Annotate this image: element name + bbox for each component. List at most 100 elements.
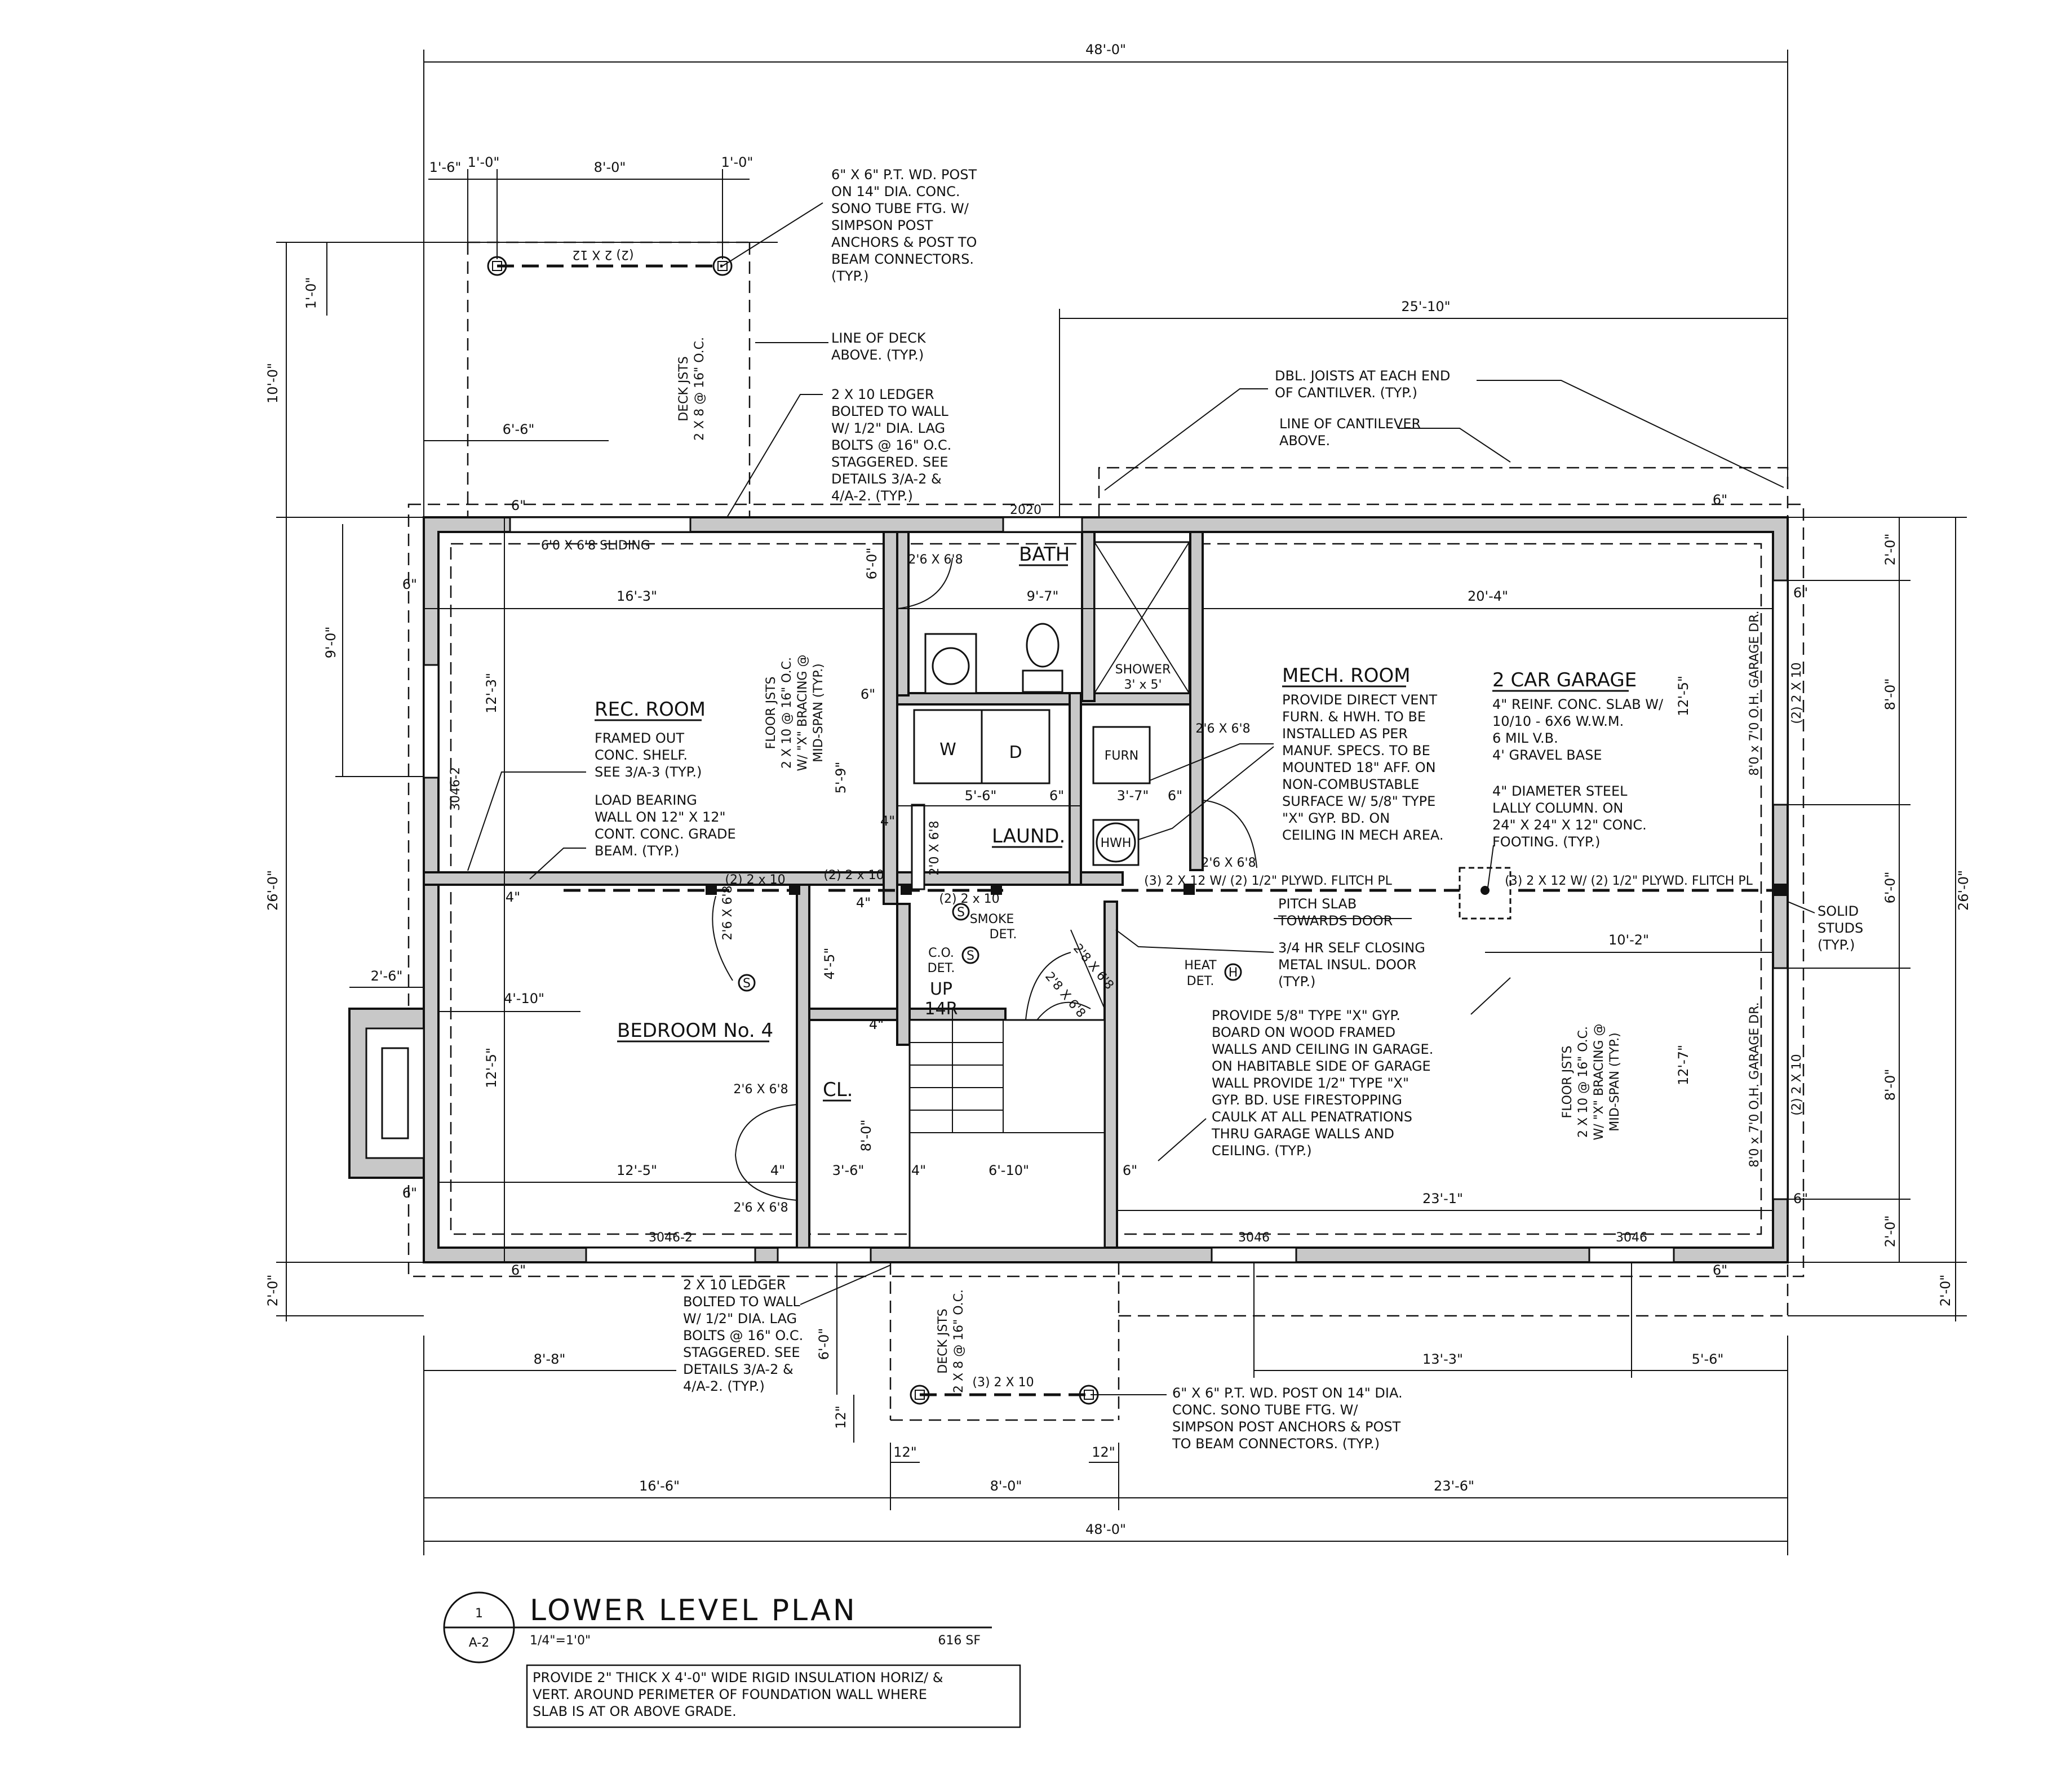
svg-text:8'-0": 8'-0"	[858, 1120, 874, 1152]
co-label-2: DET.	[928, 961, 955, 975]
note-mech: PROVIDE DIRECT VENT FURN. & HWH. TO BE I…	[1138, 692, 1443, 843]
svg-text:LALLY COLUMN. ON: LALLY COLUMN. ON	[1492, 800, 1623, 816]
svg-text:DECK JSTS: DECK JSTS	[936, 1308, 950, 1373]
svg-text:W/ 1/2" DIA. LAG: W/ 1/2" DIA. LAG	[831, 420, 945, 436]
dim-deck-8-0: 8'-0"	[594, 159, 626, 175]
up-label-1: UP	[930, 979, 952, 999]
svg-text:WALL ON 12" X 12": WALL ON 12" X 12"	[595, 809, 726, 825]
svg-text:MID-SPAN (TYP.): MID-SPAN (TYP.)	[812, 663, 826, 762]
bedroom-smoke-icon: S	[743, 977, 751, 991]
note-lally: 4" DIAMETER STEEL LALLY COLUMN. ON 24" X…	[1487, 783, 1647, 888]
svg-text:12'-3": 12'-3"	[484, 673, 499, 713]
insulation-note-3: SLAB IS AT OR ABOVE GRADE.	[533, 1704, 737, 1719]
svg-text:6": 6"	[511, 498, 526, 513]
svg-text:12'-5": 12'-5"	[1675, 676, 1691, 716]
svg-text:CONC. SHELF.: CONC. SHELF.	[595, 747, 688, 763]
up-label-2: 14R	[924, 999, 958, 1019]
room-bedroom: BEDROOM No. 4	[617, 1019, 773, 1042]
insulation-note-1: PROVIDE 2" THICK X 4'-0" WIDE RIGID INSU…	[533, 1670, 943, 1685]
chimney-bumpout: 2'-6"	[348, 968, 425, 1179]
svg-text:12": 12"	[893, 1444, 917, 1460]
mech-fixtures: FURN HWH 2'6 X 6'8 2'6 X 6'8	[1092, 722, 1257, 870]
svg-text:16'-3": 16'-3"	[617, 588, 657, 604]
dim-right-26-0: 26'-0"	[1956, 870, 1971, 911]
svg-text:MANUF. SPECS. TO BE: MANUF. SPECS. TO BE	[1282, 743, 1430, 759]
svg-text:DETAILS 3/A-2 &: DETAILS 3/A-2 &	[831, 471, 942, 487]
svg-text:BEAM CONNECTORS.: BEAM CONNECTORS.	[831, 251, 974, 267]
co-label-1: C.O.	[928, 946, 954, 960]
dim-deck-6-6: 6'-6"	[503, 422, 535, 437]
note-ledger-bottom: 2 X 10 LEDGER BOLTED TO WALL W/ 1/2" DIA…	[683, 1265, 891, 1394]
co-icon: S	[967, 949, 974, 963]
svg-text:TOWARDS DOOR: TOWARDS DOOR	[1278, 913, 1393, 929]
svg-text:CONT. CONC. GRADE: CONT. CONC. GRADE	[595, 826, 736, 842]
svg-text:WALLS AND CEILING IN GARAGE.: WALLS AND CEILING IN GARAGE.	[1212, 1041, 1433, 1057]
dim-deck-1-0-vert: 1'-0"	[303, 277, 319, 309]
svg-text:6" X 6" P.T. WD. POST: 6" X 6" P.T. WD. POST	[831, 167, 977, 183]
dim-deck-1-0-a: 1'-0"	[468, 154, 500, 170]
svg-text:SEE 3/A-3 (TYP.): SEE 3/A-3 (TYP.)	[595, 764, 702, 780]
svg-text:ON HABITABLE SIDE OF GARAGE: ON HABITABLE SIDE OF GARAGE	[1212, 1058, 1431, 1074]
svg-text:CAULK AT ALL PENATRATIONS: CAULK AT ALL PENATRATIONS	[1212, 1109, 1412, 1125]
window-3046-2-left: 3046-2	[449, 767, 463, 811]
svg-text:4'-5": 4'-5"	[822, 948, 837, 980]
svg-text:2 X 8 @ 16" O.C.: 2 X 8 @ 16" O.C.	[952, 1289, 966, 1393]
deck-beam-bottom: (3) 2 X 10	[972, 1376, 1034, 1390]
svg-text:ANCHORS & POST TO: ANCHORS & POST TO	[831, 234, 977, 250]
heat-label-1: HEAT	[1184, 959, 1217, 973]
svg-text:METAL INSUL. DOOR: METAL INSUL. DOOR	[1278, 957, 1416, 973]
svg-text:BEAM. (TYP.): BEAM. (TYP.)	[595, 843, 679, 859]
note-deck-line: LINE OF DECK ABOVE. (TYP.)	[755, 330, 927, 363]
dim-overall-top: 48'-0"	[1085, 42, 1126, 57]
dim-left-26-0: 26'-0"	[265, 870, 281, 911]
svg-text:12": 12"	[833, 1405, 849, 1429]
svg-text:STAGGERED. SEE: STAGGERED. SEE	[831, 454, 948, 470]
dim-deck-depth: 10'-0"	[265, 363, 281, 403]
svg-text:2 X 10 @ 16" O.C.: 2 X 10 @ 16" O.C.	[1576, 1026, 1590, 1138]
hdr-2x10-a: (2) 2 x 10	[725, 873, 785, 887]
svg-text:2 X 10 LEDGER: 2 X 10 LEDGER	[831, 387, 934, 402]
svg-text:2 X 10 @ 16" O.C.: 2 X 10 @ 16" O.C.	[780, 657, 794, 769]
dim-left-2-0: 2'-0"	[265, 1275, 281, 1307]
garage-hdr-top: (2) 2 X 10	[1790, 662, 1804, 724]
svg-text:PITCH SLAB: PITCH SLAB	[1278, 896, 1357, 912]
bed-door: 2'6 X 6'8	[721, 885, 735, 940]
deck-joists-top-2: 2 X 8 @ 16" O.C.	[693, 337, 707, 441]
stair-door-b: 2'8 X 6'8	[1042, 970, 1088, 1021]
plan-area: 616 SF	[938, 1634, 981, 1648]
svg-text:5'-6": 5'-6"	[965, 788, 997, 804]
note-rec-room: FRAMED OUT CONC. SHELF. SEE 3/A-3 (TYP.)	[467, 730, 702, 871]
window-3046-b: 3046	[1616, 1231, 1647, 1245]
svg-text:FOOTING. (TYP.): FOOTING. (TYP.)	[1492, 834, 1601, 850]
walls	[407, 503, 1805, 1278]
note-garage: 4" REINF. CONC. SLAB W/ 10/10 - 6X6 W.W.…	[1492, 697, 1664, 763]
room-laund: LAUND.	[992, 825, 1065, 848]
svg-text:3'-7": 3'-7"	[1117, 788, 1149, 804]
dim-right-2-0-top: 2'-0"	[1882, 534, 1898, 566]
svg-text:LINE OF CANTILEVER: LINE OF CANTILEVER	[1279, 416, 1421, 432]
svg-text:TO BEAM CONNECTORS. (TYP.): TO BEAM CONNECTORS. (TYP.)	[1172, 1436, 1380, 1452]
dim-deck-1-6: 1'-6"	[429, 159, 462, 175]
svg-text:SIMPSON POST: SIMPSON POST	[831, 218, 933, 233]
smoke-label-1: SMOKE	[970, 912, 1014, 926]
svg-text:BOLTED TO WALL: BOLTED TO WALL	[683, 1294, 800, 1310]
svg-text:FURN. & HWH. TO BE: FURN. & HWH. TO BE	[1282, 709, 1426, 725]
laund-door: 2'0 X 6'8	[928, 820, 942, 875]
svg-text:INSTALLED AS PER: INSTALLED AS PER	[1282, 726, 1408, 742]
svg-text:4' GRAVEL BASE: 4' GRAVEL BASE	[1492, 747, 1602, 763]
note-pitch-slab: PITCH SLAB TOWARDS DOOR	[1274, 896, 1412, 929]
svg-text:4": 4"	[770, 1163, 785, 1178]
svg-text:BOLTS @ 16" O.C.: BOLTS @ 16" O.C.	[831, 437, 951, 453]
svg-text:ABOVE. (TYP.): ABOVE. (TYP.)	[831, 347, 924, 363]
overall-dimensions: 48'-0" 48'-0" 16'-6" 8'-0" 23'-6" 10'-0"…	[265, 42, 1971, 1555]
dim-fp-2-6: 2'-6"	[371, 968, 403, 984]
smoke-icon: S	[957, 906, 965, 920]
dim-16-6: 16'-6"	[639, 1478, 680, 1494]
svg-text:6": 6"	[1793, 1191, 1808, 1207]
note-door: 3/4 HR SELF CLOSING METAL INSUL. DOOR (T…	[1115, 929, 1425, 990]
svg-text:SONO TUBE FTG. W/: SONO TUBE FTG. W/	[831, 201, 969, 216]
svg-text:GYP. BD. USE FIRESTOPPING: GYP. BD. USE FIRESTOPPING	[1212, 1092, 1402, 1108]
dim-left-9-0: 9'-0"	[323, 627, 339, 659]
svg-text:MOUNTED 18" AFF. ON: MOUNTED 18" AFF. ON	[1282, 760, 1436, 775]
dim-overall-bottom: 48'-0"	[1085, 1522, 1126, 1537]
